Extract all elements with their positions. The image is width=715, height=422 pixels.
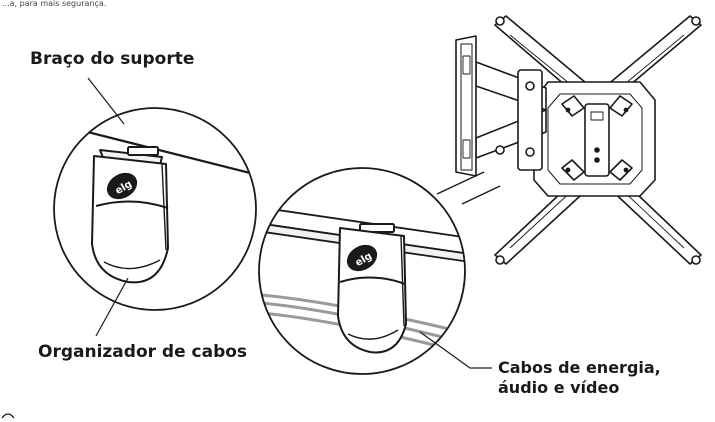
brand-logo-badge <box>106 172 138 200</box>
mount-swing-arm <box>475 61 547 171</box>
cable-organizer-clip <box>91 146 169 284</box>
label-arm: Braço do suporte <box>30 49 194 69</box>
mount-arm-top-right <box>605 15 702 97</box>
label-organizer: Organizador de cabos <box>38 342 247 362</box>
callout-line-organizer <box>95 277 129 337</box>
mount-arm-bottom-right <box>605 174 702 265</box>
tv-wall-mount <box>455 15 702 265</box>
callout-line-cables <box>419 331 492 369</box>
callout-line-mount-2 <box>436 171 485 195</box>
callout-line-mount <box>461 185 501 205</box>
corner-mark <box>1 413 15 419</box>
label-cables-line2: áudio e vídeo <box>498 378 619 397</box>
label-cables-line1: Cabos de energia, <box>498 358 661 377</box>
callout-line-arm <box>87 77 125 125</box>
top-caption: ...a, para mais segurança. <box>2 0 106 8</box>
detail-circle-left: elg <box>53 107 257 311</box>
brand-logo-badge-mounted <box>346 244 378 272</box>
detail-circle-right: elg <box>258 167 466 375</box>
mount-center-plate <box>533 81 656 197</box>
cable-organizer-clip-mounted <box>337 223 407 354</box>
mount-arm-top-left <box>494 15 593 99</box>
